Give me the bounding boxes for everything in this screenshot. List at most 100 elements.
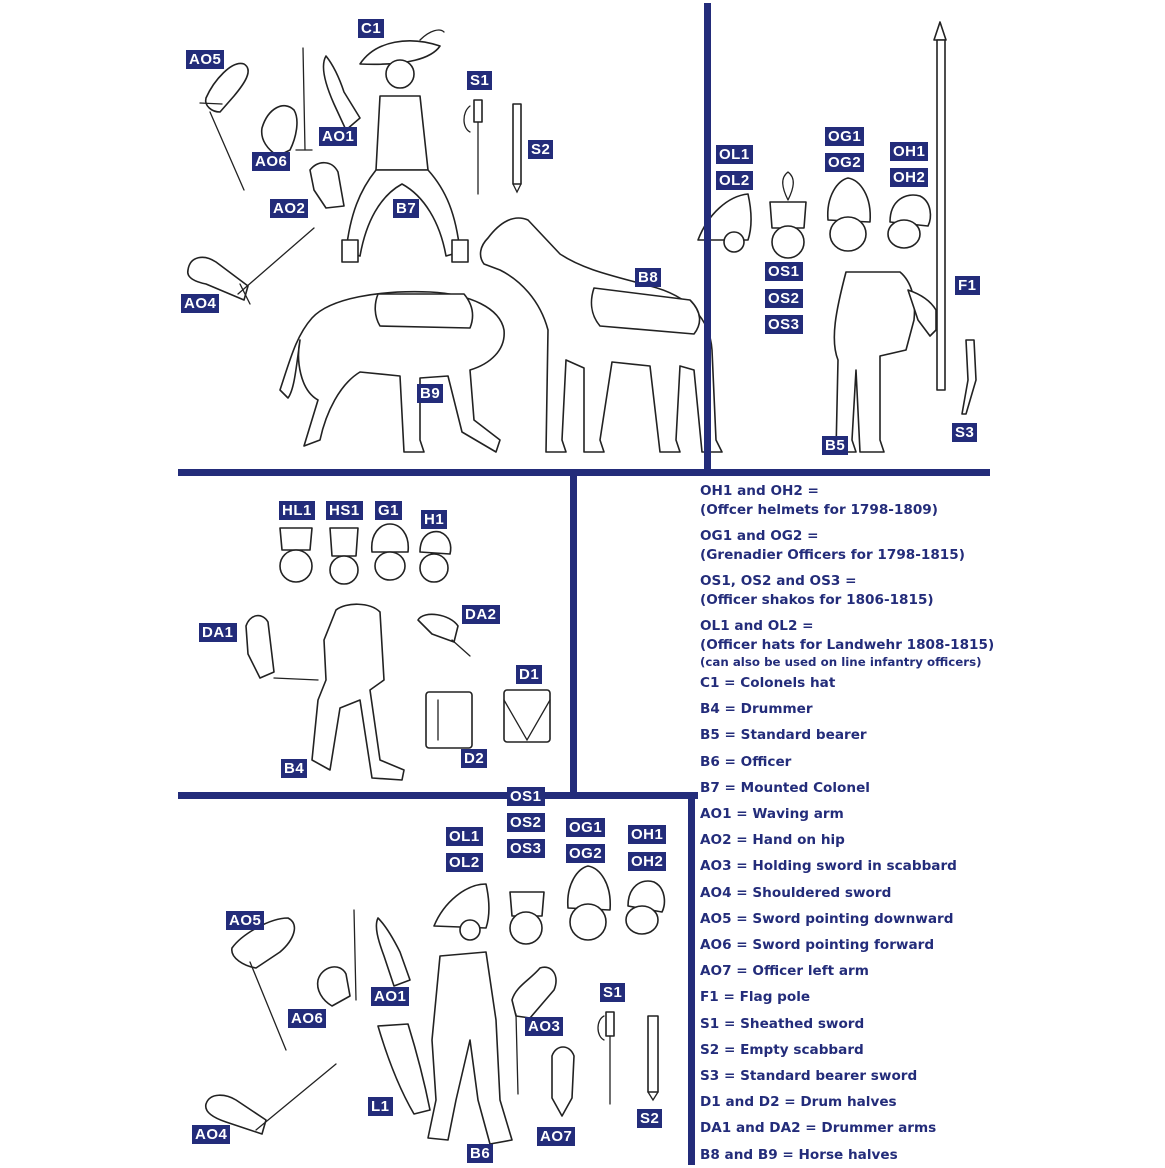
part-b5-standard-bearer	[833, 271, 937, 453]
tag-s2: S2	[528, 140, 554, 159]
part-ao5-sword-arm	[199, 62, 249, 191]
legend-ol-title: OL1 and OL2 =	[700, 618, 814, 634]
tag-b9: B9	[417, 384, 444, 403]
legend-ol-desc: (Officer hats for Landwehr 1808-1815)	[700, 637, 995, 653]
tag-oh1-top: OH1	[890, 142, 929, 161]
part-ao1-lower	[375, 917, 411, 987]
part-b9-horse-half	[279, 290, 505, 453]
tag-ao7: AO7	[537, 1127, 576, 1146]
tag-ao1-bottom: AO1	[371, 987, 410, 1006]
part-b7-mounted-colonel	[341, 59, 469, 263]
part-g1-head	[370, 523, 410, 581]
legend-item: B6 = Officer	[700, 753, 792, 770]
legend-item: S2 = Empty scabbard	[700, 1041, 864, 1058]
part-h1-head	[419, 530, 452, 583]
tag-b7: B7	[393, 199, 420, 218]
tag-os3-bottom: OS3	[507, 839, 545, 858]
tag-ao4-bottom: AO4	[192, 1125, 231, 1144]
tag-os3-top: OS3	[765, 315, 803, 334]
part-d1-drum-half	[503, 689, 551, 743]
part-da2-drummer-arm	[417, 613, 471, 657]
part-ol-lower-hat	[433, 883, 490, 941]
tag-ol2-bottom: OL2	[446, 853, 483, 872]
tag-oh2-top: OH2	[890, 168, 929, 187]
part-b6-officer	[427, 951, 513, 1145]
tag-b5: B5	[822, 436, 849, 455]
legend-item: B5 = Standard bearer	[700, 727, 867, 744]
tag-hs1: HS1	[326, 501, 363, 520]
part-ol-landwehr-hat	[697, 193, 752, 253]
part-ao6-sword-arm	[260, 47, 313, 157]
part-ao6-lower	[316, 909, 357, 1007]
tag-ao3: AO3	[525, 1017, 564, 1036]
legend-item: AO2 = Hand on hip	[700, 832, 845, 849]
legend-item: B7 = Mounted Colonel	[700, 779, 870, 796]
tag-b6: B6	[467, 1144, 494, 1163]
divider-vertical-lower	[688, 795, 695, 1165]
part-b4-drummer	[311, 603, 405, 781]
tag-ao6: AO6	[252, 152, 291, 171]
legend-item: D1 and D2 = Drum halves	[700, 1094, 897, 1111]
part-ao2-hip-arm	[309, 161, 345, 209]
tag-og1-bottom: OG1	[566, 818, 606, 837]
part-ao1-waving-arm	[322, 55, 361, 131]
divider-horizontal-middle	[178, 469, 990, 476]
legend-item: AO7 = Officer left arm	[700, 963, 869, 980]
tag-c1: C1	[358, 19, 385, 38]
part-og-lower-head	[567, 865, 611, 941]
legend-item: DA1 and DA2 = Drummer arms	[700, 1120, 937, 1137]
part-os-lower-shako	[509, 891, 545, 945]
legend-item: AO5 = Sword pointing downward	[700, 910, 954, 927]
tag-s1: S1	[467, 71, 493, 90]
part-hl1-head	[279, 527, 313, 583]
tag-b4: B4	[281, 759, 308, 778]
part-ao7-left-arm	[551, 1046, 575, 1117]
tag-hl1: HL1	[279, 501, 315, 520]
tag-oh1-bottom: OH1	[628, 825, 667, 844]
tag-ao5: AO5	[186, 50, 225, 69]
part-oh-helmet-head	[887, 194, 932, 249]
legend-oh-title: OH1 and OH2 =	[700, 483, 819, 499]
part-og-grenadier-head	[827, 177, 871, 252]
tag-ol2-top: OL2	[716, 171, 753, 190]
part-da1-drummer-arm	[245, 614, 319, 681]
part-f1-flag-pole	[933, 21, 947, 391]
tag-d1: D1	[516, 665, 543, 684]
tag-s3: S3	[952, 423, 978, 442]
divider-horizontal-lower	[178, 792, 698, 799]
tag-ao5-bottom: AO5	[226, 911, 265, 930]
legend-item: AO1 = Waving arm	[700, 806, 844, 823]
part-s2-lower-scabbard	[647, 1015, 659, 1102]
tag-da2: DA2	[462, 605, 500, 624]
tag-d2: D2	[461, 749, 488, 768]
tag-os2-top: OS2	[765, 289, 803, 308]
tag-ao6-bottom: AO6	[288, 1009, 327, 1028]
tag-og2-bottom: OG2	[566, 844, 606, 863]
part-l1-leg	[377, 1023, 431, 1115]
tag-ol1-bottom: OL1	[446, 827, 483, 846]
tag-da1: DA1	[199, 623, 237, 642]
divider-vertical-middle	[570, 473, 577, 795]
part-os-shako-head	[769, 171, 807, 259]
legend-og-title: OG1 and OG2 =	[700, 528, 819, 544]
tag-os1-bottom: OS1	[507, 787, 545, 806]
tag-ao4: AO4	[181, 294, 220, 313]
tag-g1: G1	[375, 501, 403, 520]
part-ao4-shouldered-sword	[186, 227, 315, 305]
tag-l1: L1	[368, 1097, 393, 1116]
part-d2-drum-half	[425, 691, 473, 749]
tag-oh2-bottom: OH2	[628, 852, 667, 871]
part-ao4-lower	[204, 1063, 337, 1135]
legend-os-desc: (Officer shakos for 1806-1815)	[700, 592, 934, 608]
divider-vertical-top	[704, 3, 711, 473]
legend-item: C1 = Colonels hat	[700, 675, 836, 691]
legend-item: B8 and B9 = Horse halves	[700, 1146, 898, 1163]
legend-oh-desc: (Offcer helmets for 1798-1809)	[700, 502, 938, 518]
tag-f1: F1	[955, 276, 980, 295]
legend-item: AO4 = Shouldered sword	[700, 884, 892, 901]
legend-os-title: OS1, OS2 and OS3 =	[700, 573, 857, 589]
part-s2-empty-scabbard	[512, 103, 522, 194]
legend-item: S1 = Sheathed sword	[700, 1015, 865, 1032]
